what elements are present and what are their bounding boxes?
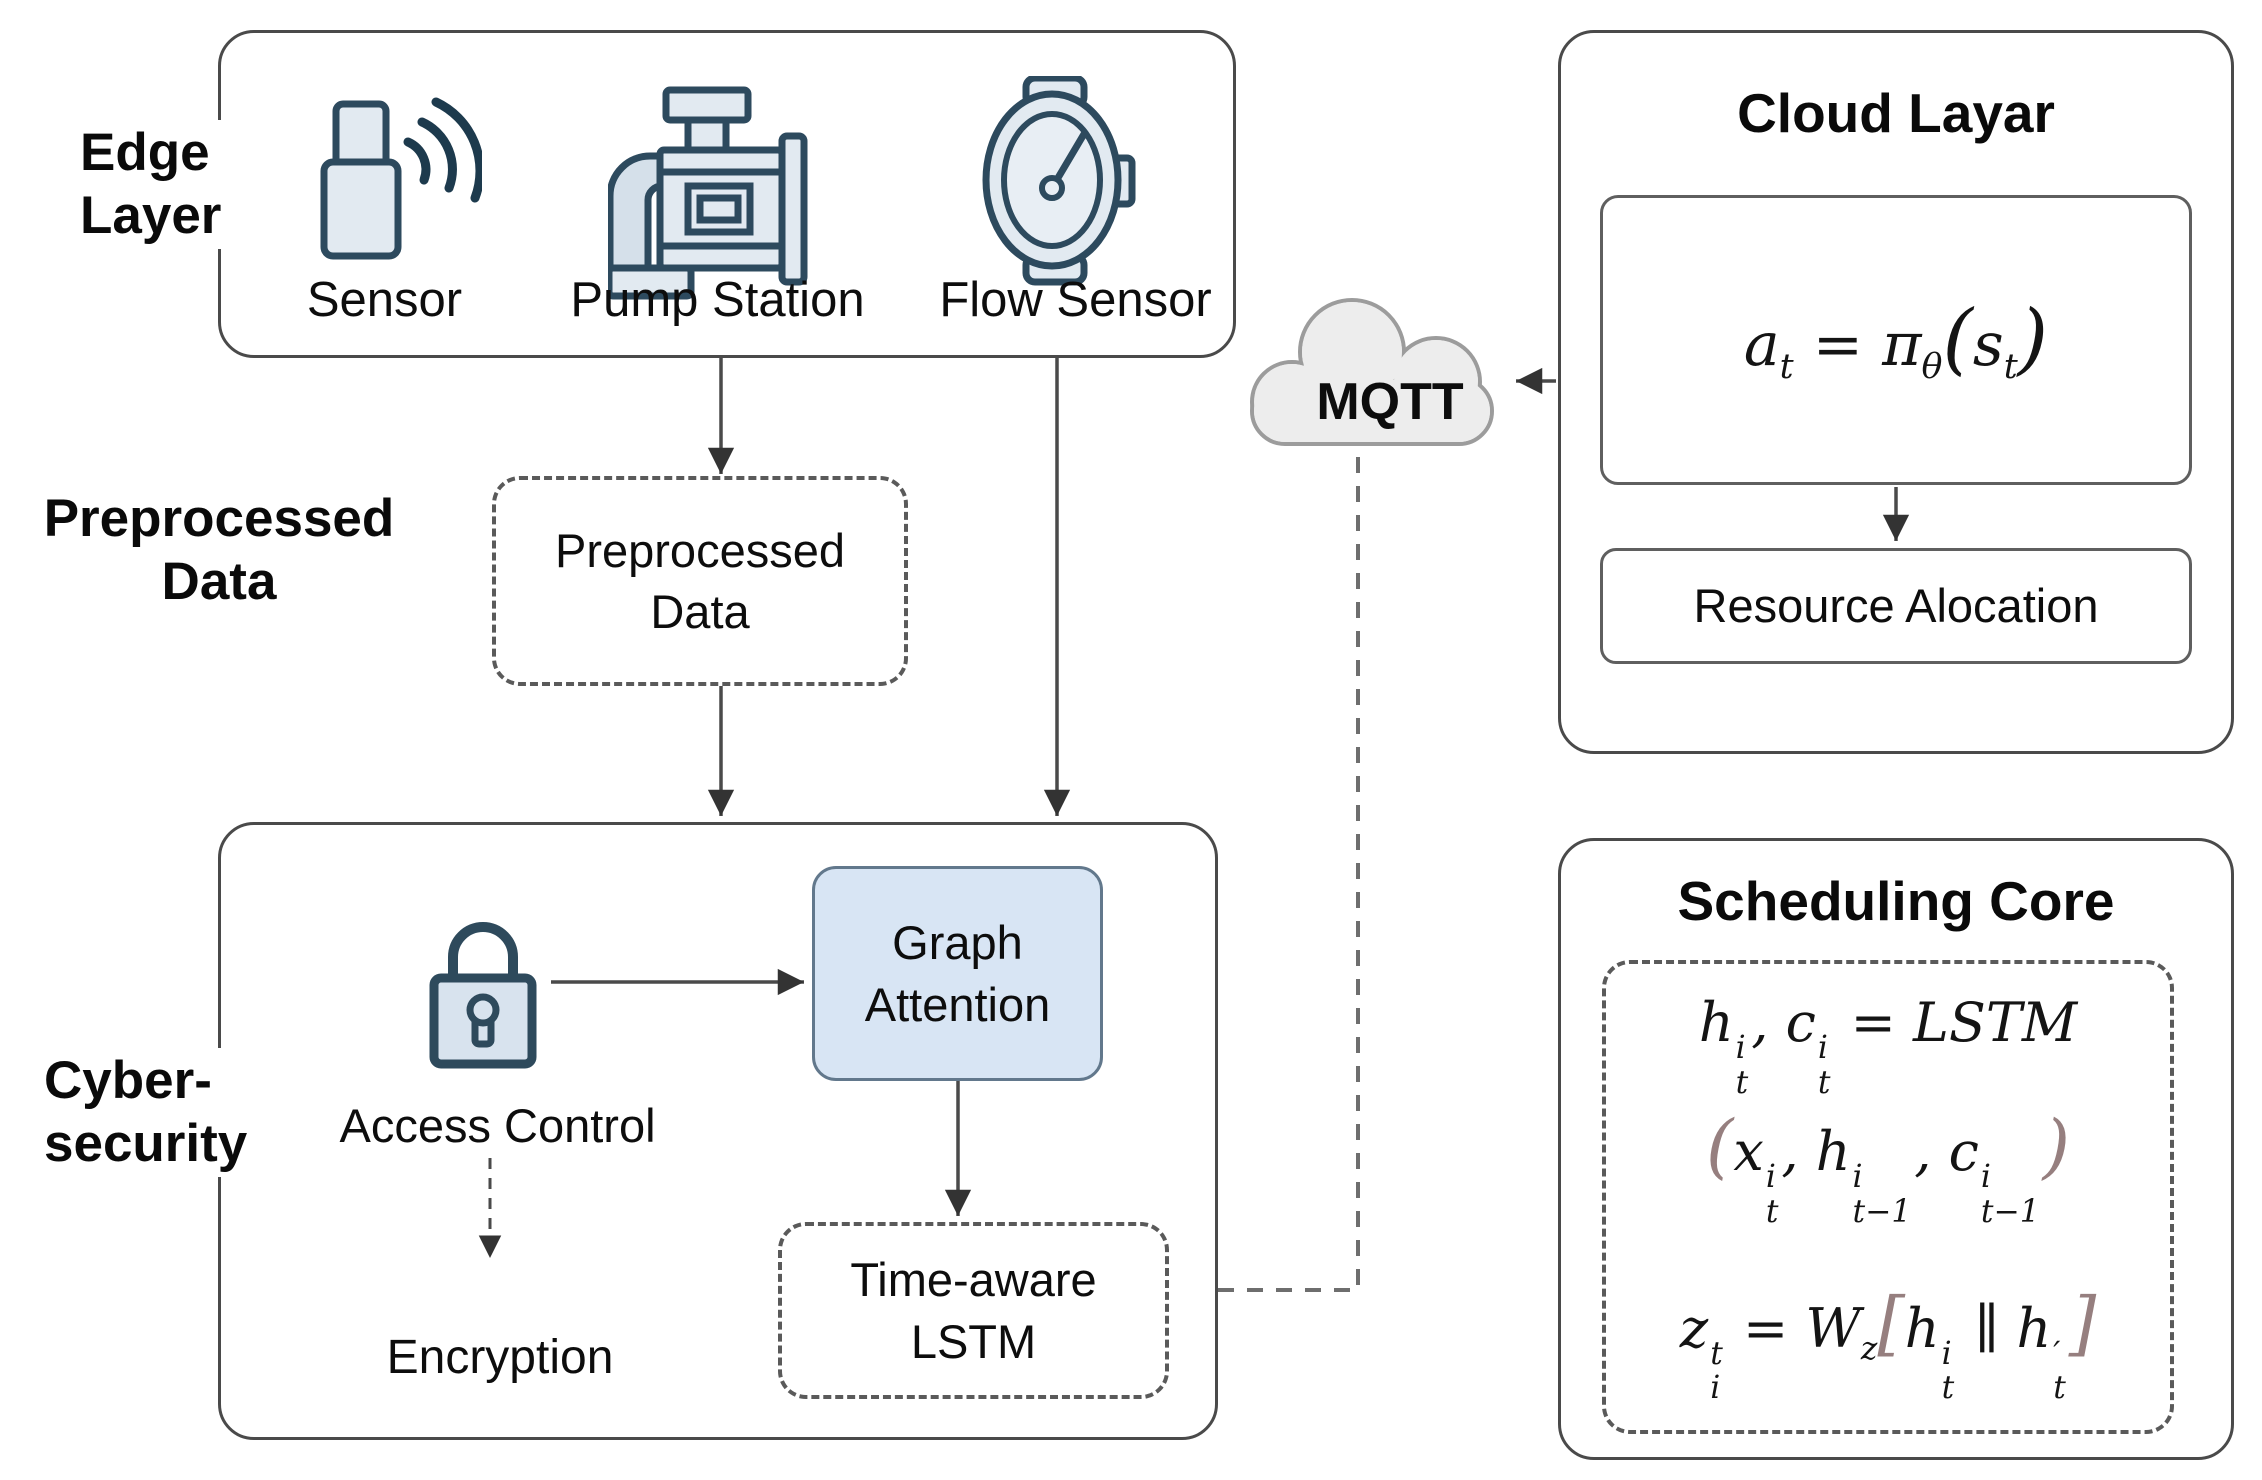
cloud-layer-title: Cloud Layar [1737,82,2055,144]
edge-layer-label-line2: Layer [80,185,222,245]
graph-attention-line2: Attention [864,977,1051,1031]
preprocessed-label-line2: Data [161,551,277,611]
edge-layer-label-line1: Edge [80,123,210,182]
lock-icon [429,922,537,1069]
preprocessed-data-label: Preprocessed Data [18,486,420,616]
preprocessed-box-line2: Data [650,585,750,638]
dashed-link-lstm-to-mqtt [1218,448,1360,1292]
resource-allocation-label: Resource Alocation [1693,579,2099,633]
time-aware-lstm-line2: LSTM [910,1314,1037,1368]
scheduling-core-title: Scheduling Core [1677,870,2115,932]
preprocessed-label-line1: Preprocessed [43,489,395,548]
keyhole-icon [466,993,500,1048]
flow-sensor-icon [982,76,1136,286]
policy-formula: at = πθ(st) [1743,293,2049,387]
access-control-caption: Access Control [339,1099,656,1152]
edge-layer-label: Edge Layer [74,120,228,250]
signal-waves-icon [403,97,482,203]
pump-station-caption: Pump Station [570,273,865,327]
time-aware-lstm-line1: Time-aware [850,1253,1097,1307]
resource-allocation-box: Resource Alocation [1600,548,2192,664]
pump-station-icon [608,86,808,300]
graph-attention-line1: Graph [892,916,1023,970]
policy-formula-box: at = πθ(st) [1600,195,2192,485]
cybersecurity-label-line2: security [44,1113,248,1173]
wireless-sensor-icon [320,97,482,260]
mqtt-label: MQTT [1316,373,1464,431]
sensor-caption: Sensor [306,273,463,327]
preprocessed-box-line1: Preprocessed [555,523,845,577]
preprocessed-data-box: Preprocessed Data [492,476,908,686]
cybersecurity-label-line1: Cyber- [44,1051,212,1110]
mqtt-cloud-icon [1250,298,1494,446]
graph-attention-box: Graph Attention [812,866,1103,1081]
cybersecurity-label: Cyber- security [38,1048,254,1178]
time-aware-lstm-box: Time-aware LSTM [778,1222,1169,1399]
encryption-caption: Encryption [386,1331,614,1384]
flow-sensor-caption: Flow Sensor [939,273,1212,327]
